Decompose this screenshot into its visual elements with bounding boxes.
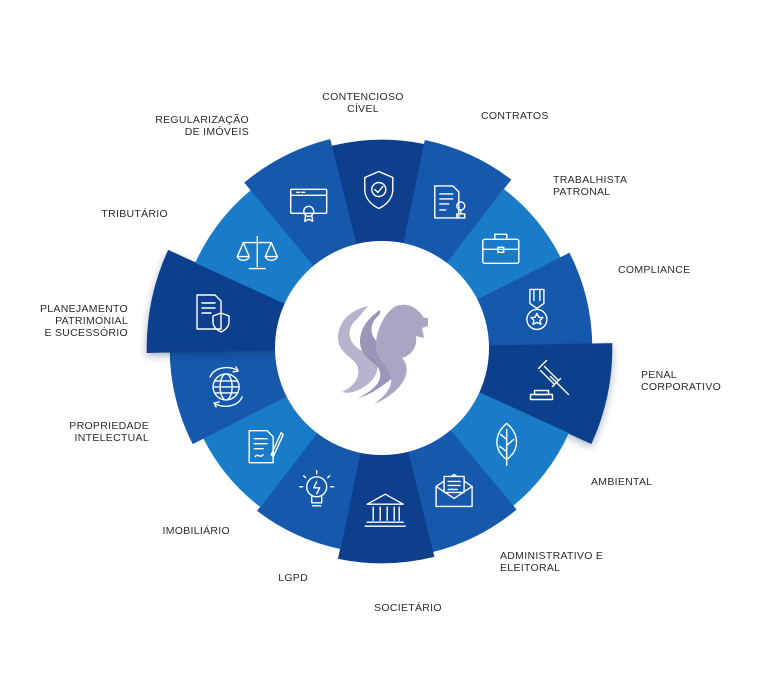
segment-label-line: ELEITORAL [500, 562, 560, 574]
contract-stamp-icon [434, 185, 466, 219]
segment-label-line: LGPD [278, 572, 308, 584]
envelope-icon [435, 473, 473, 508]
certificate-icon [290, 188, 328, 223]
segment-label-line: COMPLIANCE [618, 264, 690, 276]
shield-icon [364, 170, 394, 210]
segment-label-line: PROPRIEDADE [69, 420, 149, 432]
segment-label: COMPLIANCE [618, 264, 690, 276]
segment-label: IMOBILIÁRIO [163, 524, 230, 537]
bank-building-icon [364, 493, 406, 527]
icons-layer [196, 170, 570, 527]
center-layer [275, 241, 489, 455]
segment-label: SOCIETÁRIO [374, 601, 442, 614]
segment-label-line: CONTENCIOSO [322, 91, 403, 103]
segment-label-line: AMBIENTAL [591, 476, 652, 488]
segment-label-line: TRABALHISTA [553, 174, 627, 186]
segment-label-line: INTELECTUAL [75, 432, 149, 444]
segment-label: AMBIENTAL [591, 476, 652, 488]
segment-label: TRIBUTÁRIO [101, 207, 168, 220]
segment-label-line: PLANEJAMENTO [40, 303, 128, 315]
segment-label-line: DE IMÓVEIS [185, 125, 249, 138]
segment-label-line: E SUCESSÓRIO [44, 326, 128, 339]
segment-label-line: IMOBILIÁRIO [163, 524, 230, 537]
segment-label-line: CONTRATOS [481, 110, 549, 122]
segment-label-line: CÍVEL [347, 102, 379, 115]
segments-layer [146, 139, 613, 564]
segment-label-line: ADMINISTRATIVO E [500, 550, 603, 562]
segment-label-line: CORPORATIVO [641, 381, 721, 393]
document-shield-icon [196, 294, 230, 333]
lightbulb-icon [299, 470, 335, 507]
segment-label-line: SOCIETÁRIO [374, 601, 442, 614]
document-pen-icon [248, 430, 284, 464]
briefcase-icon [482, 233, 520, 265]
medal-icon [526, 288, 548, 331]
globe-arrows-icon [209, 366, 243, 408]
segment-label-line: PATRONAL [553, 186, 610, 198]
segment-label-line: PENAL [641, 369, 677, 381]
segment-label: LGPD [278, 572, 308, 584]
lion-s-logo-icon [338, 304, 428, 404]
scales-icon [236, 235, 278, 270]
segment-label-line: REGULARIZAÇÃO [155, 113, 249, 126]
segment-label: CONTRATOS [481, 110, 549, 122]
leaf-icon [496, 422, 518, 467]
segment-label-line: TRIBUTÁRIO [101, 207, 168, 220]
gavel-icon [529, 359, 570, 401]
segment-label-line: PATRIMONIAL [55, 315, 128, 327]
